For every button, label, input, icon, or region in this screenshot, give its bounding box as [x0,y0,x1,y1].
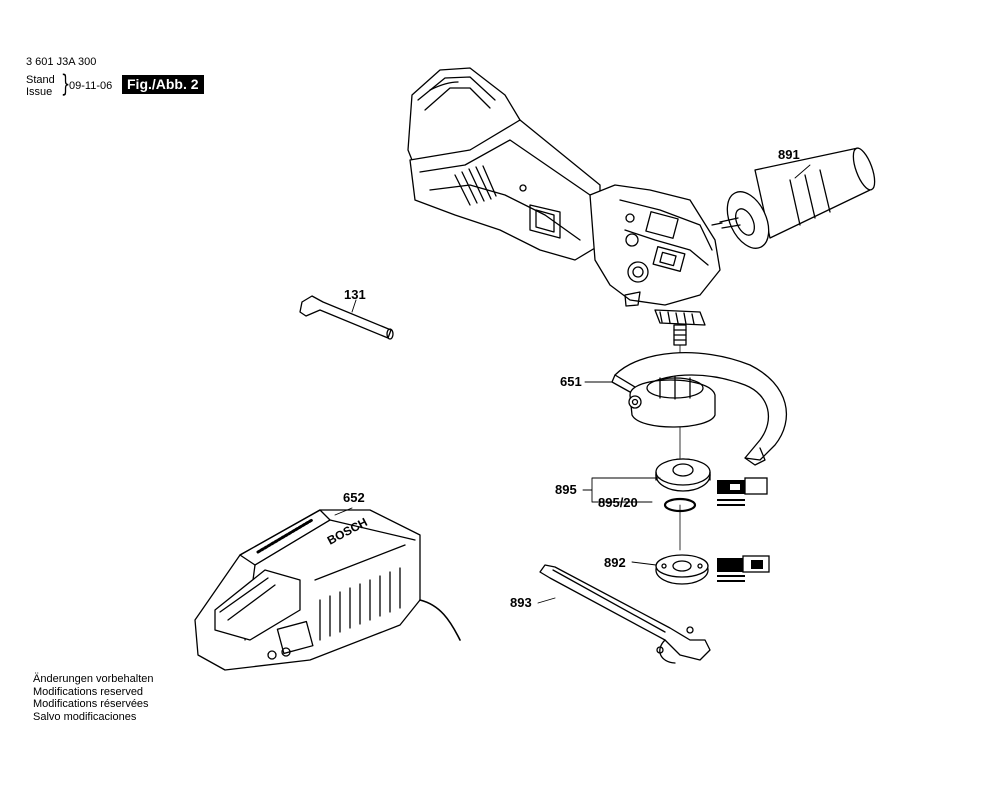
hex-key [299,295,394,340]
stand-label: Stand [26,74,55,86]
label-131: 131 [344,287,366,302]
part-number: 3 601 J3A 300 [26,56,97,68]
stand-issue-label: Stand Issue [26,74,55,98]
label-651: 651 [560,374,582,389]
issue-date: 09-11-06 [69,80,113,92]
label-893: 893 [510,595,532,610]
clamping-nut [655,554,709,585]
mounting-flange [655,458,711,492]
notice-es: Salvo modificaciones [33,710,137,723]
label-895: 895 [555,482,577,497]
label-892: 892 [604,555,626,570]
o-ring [663,497,697,513]
pin-spanner [539,564,711,664]
issue-label: Issue [26,86,53,98]
notice-fr: Modifications réservées [33,698,149,710]
battery-charger [194,509,461,671]
protection-guard [611,352,788,466]
auxiliary-handle [711,147,876,249]
side-symbol-flange [717,477,768,506]
brace-icon: } [61,70,71,98]
label-891: 891 [778,147,800,162]
label-652: 652 [343,490,365,505]
figure-tag: Fig./Abb. 2 [122,75,204,94]
label-895-20: 895/20 [598,495,638,510]
modification-notice: Änderungen vorbehalten Modifications res… [33,673,153,723]
notice-de: Änderungen vorbehalten [33,673,154,685]
notice-en: Modifications reserved [33,685,144,698]
side-symbol-nut [717,555,770,582]
angle-grinder [407,67,721,346]
